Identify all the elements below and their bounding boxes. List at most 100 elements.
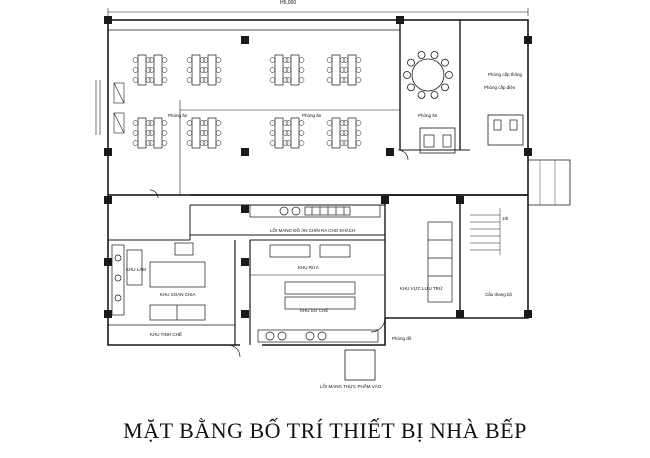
dining-chair (269, 130, 276, 136)
dining-chair (355, 130, 362, 136)
dining-chair (339, 57, 346, 63)
dining-chair (186, 130, 193, 136)
dining-chair (202, 77, 209, 83)
vip-round-table (403, 51, 453, 99)
dining-chair (199, 130, 206, 136)
dining-chair (148, 130, 155, 136)
dining-chair (145, 77, 152, 83)
dining-table (331, 54, 341, 86)
dining-chair (282, 67, 289, 73)
dining-chair (145, 57, 152, 63)
dining-chair (339, 67, 346, 73)
dining-chair (285, 130, 292, 136)
dining-chair (285, 57, 292, 63)
dining-chair (161, 67, 168, 73)
dining-chair (148, 77, 155, 83)
dining-chair (342, 120, 349, 126)
dining-table (290, 117, 300, 149)
vip-chair (441, 58, 449, 67)
dining-chair (339, 120, 346, 126)
dining-chair (132, 140, 139, 146)
floor-plan-drawing (95, 8, 571, 381)
dining-chair (355, 77, 362, 83)
dining-chair (342, 77, 349, 83)
dining-chair (326, 67, 333, 73)
dining-chair (202, 140, 209, 146)
zone-label-stair: Cầu thang bộ (485, 292, 513, 297)
dining-chair (326, 120, 333, 126)
dining-chair (215, 140, 222, 146)
outer-wall-left (107, 195, 240, 346)
zone-label-serving-corridor: LỐI MANG ĐỒ ĂN CHÍN RA CHO KHÁCH (270, 228, 356, 233)
dining-chair (199, 77, 206, 83)
dining-chair (342, 140, 349, 146)
zone-label-dining-left: Phòng ăn (168, 113, 188, 118)
dining-tables (132, 54, 362, 149)
dining-table (191, 54, 201, 86)
dining-table (347, 54, 357, 86)
dining-chair (298, 130, 305, 136)
dining-chair (186, 120, 193, 126)
dining-chair (148, 120, 155, 126)
dining-chair (339, 130, 346, 136)
vip-chair (403, 71, 411, 79)
dining-chair (148, 67, 155, 73)
vip-chair (430, 91, 439, 99)
dining-chair (269, 67, 276, 73)
dining-chair (148, 140, 155, 146)
dining-chair (282, 77, 289, 83)
kitchen-floor-plan: H5,000 Phòng ăn Phòng ăn Phòng ăn Phòng … (95, 0, 571, 389)
dining-chair (298, 67, 305, 73)
dining-chair (215, 67, 222, 73)
dining-chair (186, 67, 193, 73)
dining-chair (355, 67, 362, 73)
dining-chair (202, 130, 209, 136)
vip-chair (430, 51, 439, 59)
dining-table (153, 117, 163, 149)
vip-chair (417, 91, 426, 99)
zone-label-food-entry: LỐI MANG THỰC PHẨM VÀO (320, 384, 382, 389)
vip-chair (407, 58, 415, 67)
zone-label-finishing: KHU TINH CHẾ (150, 332, 182, 337)
dining-table (347, 117, 357, 149)
zone-label-washing: KHU RỬA (298, 265, 319, 270)
dining-chair (269, 57, 276, 63)
dining-chair (269, 140, 276, 146)
dining-chair (339, 140, 346, 146)
dining-chair (145, 140, 152, 146)
zone-label-cooking: KHU SOẠN CHIA (160, 292, 196, 297)
dining-chair (161, 120, 168, 126)
dining-chair (186, 77, 193, 83)
dining-chair (355, 120, 362, 126)
dining-table (137, 54, 147, 86)
zone-label-raw: KHU LÀM (126, 267, 147, 272)
dining-chair (145, 130, 152, 136)
dining-chair (132, 77, 139, 83)
outer-wall-top (107, 19, 529, 196)
zone-label-prep: KHU SƠ CHẾ (300, 308, 329, 313)
dining-chair (215, 77, 222, 83)
zone-label-electrical: Phòng cấp điện (484, 85, 516, 90)
dining-chair (282, 120, 289, 126)
dining-chair (339, 77, 346, 83)
dimension-label: H5,000 (280, 0, 297, 6)
dining-chair (326, 140, 333, 146)
dining-chair (132, 67, 139, 73)
dining-chair (145, 67, 152, 73)
structural-columns (104, 16, 532, 318)
dining-chair (355, 57, 362, 63)
dining-chair (298, 140, 305, 146)
dining-chair (285, 120, 292, 126)
dining-chair (202, 67, 209, 73)
dining-chair (148, 57, 155, 63)
zone-label-storage: KHU VỰC LƯU TRỮ (400, 286, 443, 291)
dining-table (153, 54, 163, 86)
dining-chair (161, 57, 168, 63)
zone-label-ventilation: Phòng cấp thông (488, 72, 523, 77)
dining-chair (298, 57, 305, 63)
dining-chair (199, 57, 206, 63)
dining-chair (285, 67, 292, 73)
dining-table (274, 54, 284, 86)
dining-chair (215, 57, 222, 63)
dining-table (207, 117, 217, 149)
